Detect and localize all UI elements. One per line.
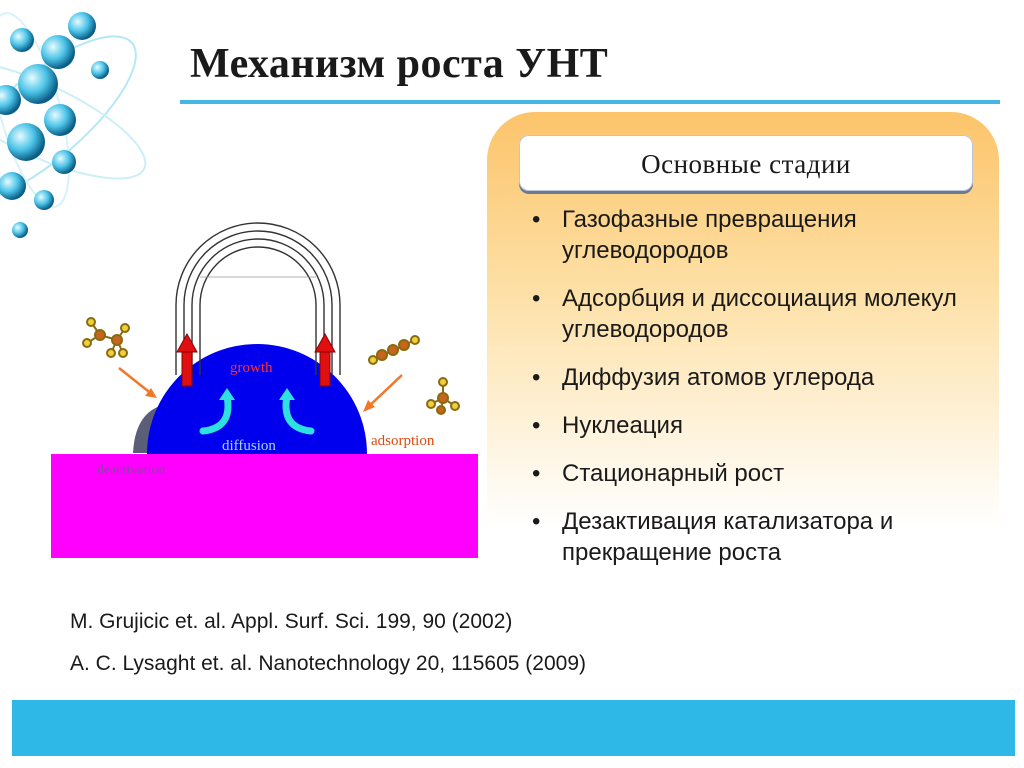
- diffusion-arrow-left: [199, 392, 232, 435]
- growth-label: growth: [230, 360, 273, 376]
- diffusion-arrow-right: [282, 392, 315, 435]
- hydrocarbon-molecule-left: [82, 317, 130, 358]
- substrate: [51, 454, 478, 558]
- footer-bar: [12, 700, 1015, 756]
- adsorption-label: adsorption: [371, 433, 435, 449]
- stages-list: Газофазные превращения углеводородов Адс…: [532, 204, 982, 585]
- nanotube-walls: [175, 222, 341, 375]
- stage-item: Нуклеация: [532, 410, 982, 441]
- growth-arrow-right: [314, 332, 336, 387]
- catalyst-particle: [147, 344, 367, 454]
- adsorption-arrow-right: [366, 374, 403, 409]
- reference-2: A. C. Lysaght et. al. Nanotechnology 20,…: [70, 652, 587, 675]
- stage-item: Стационарный рост: [532, 458, 982, 489]
- stage-item: Дезактивация катализатора и прекращение …: [532, 506, 982, 568]
- stage-item: Диффузия атомов углерода: [532, 362, 982, 393]
- hydrocarbon-molecule-right: [426, 377, 460, 415]
- adsorption-arrow-left: [118, 367, 154, 396]
- title-underline: [180, 100, 1000, 104]
- hydrocarbon-molecule-top-right: [368, 335, 420, 365]
- growth-arrow-left: [176, 332, 198, 387]
- deactivation-label: deactivation: [97, 463, 165, 478]
- diffusion-label: diffusion: [222, 438, 276, 454]
- cnt-growth-diagram: growth diffusion adsorption deactivation: [51, 222, 478, 558]
- molecule-decoration: [0, 12, 147, 238]
- stages-panel-title: Основные стадии: [641, 149, 851, 179]
- stages-panel-header: Основные стадии: [519, 135, 973, 191]
- stage-item: Газофазные превращения углеводородов: [532, 204, 982, 266]
- stage-item: Адсорбция и диссоциация молекул углеводо…: [532, 283, 982, 345]
- slide-title: Механизм роста УНТ: [190, 41, 609, 87]
- reference-1: M. Grujicic et. al. Appl. Surf. Sci. 199…: [70, 610, 513, 633]
